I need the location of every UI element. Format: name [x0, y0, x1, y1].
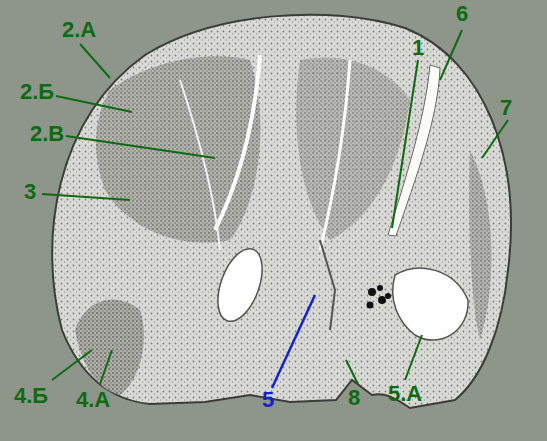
callout-number: 7 [500, 96, 512, 120]
callout-number: 4.А [76, 388, 110, 412]
fiber-tract [180, 80, 220, 250]
dark-dots [367, 285, 392, 309]
nucleus [75, 300, 144, 395]
border-zone [469, 150, 491, 340]
callout-number: 1 [412, 36, 424, 60]
grey-matter [296, 57, 410, 240]
cavity [209, 243, 271, 327]
midline [320, 240, 335, 330]
section-outline [52, 15, 511, 408]
leader-lines [42, 30, 508, 384]
leader-line [272, 295, 315, 388]
callout-number: 8 [348, 386, 360, 410]
fiber-tract [320, 60, 350, 250]
callout-number: 2.Б [20, 80, 54, 104]
callout-number: 5 [262, 388, 274, 412]
grey-matter [96, 56, 260, 242]
cavity [393, 268, 468, 340]
fiber-tract [215, 55, 260, 230]
callout-number: 5.А [388, 382, 422, 406]
callout-number: 4.Б [14, 384, 48, 408]
callout-number: 6 [456, 2, 468, 26]
callout-number: 2.А [62, 18, 96, 42]
callout-number: 3 [24, 180, 36, 204]
callout-number: 2.В [30, 122, 64, 146]
